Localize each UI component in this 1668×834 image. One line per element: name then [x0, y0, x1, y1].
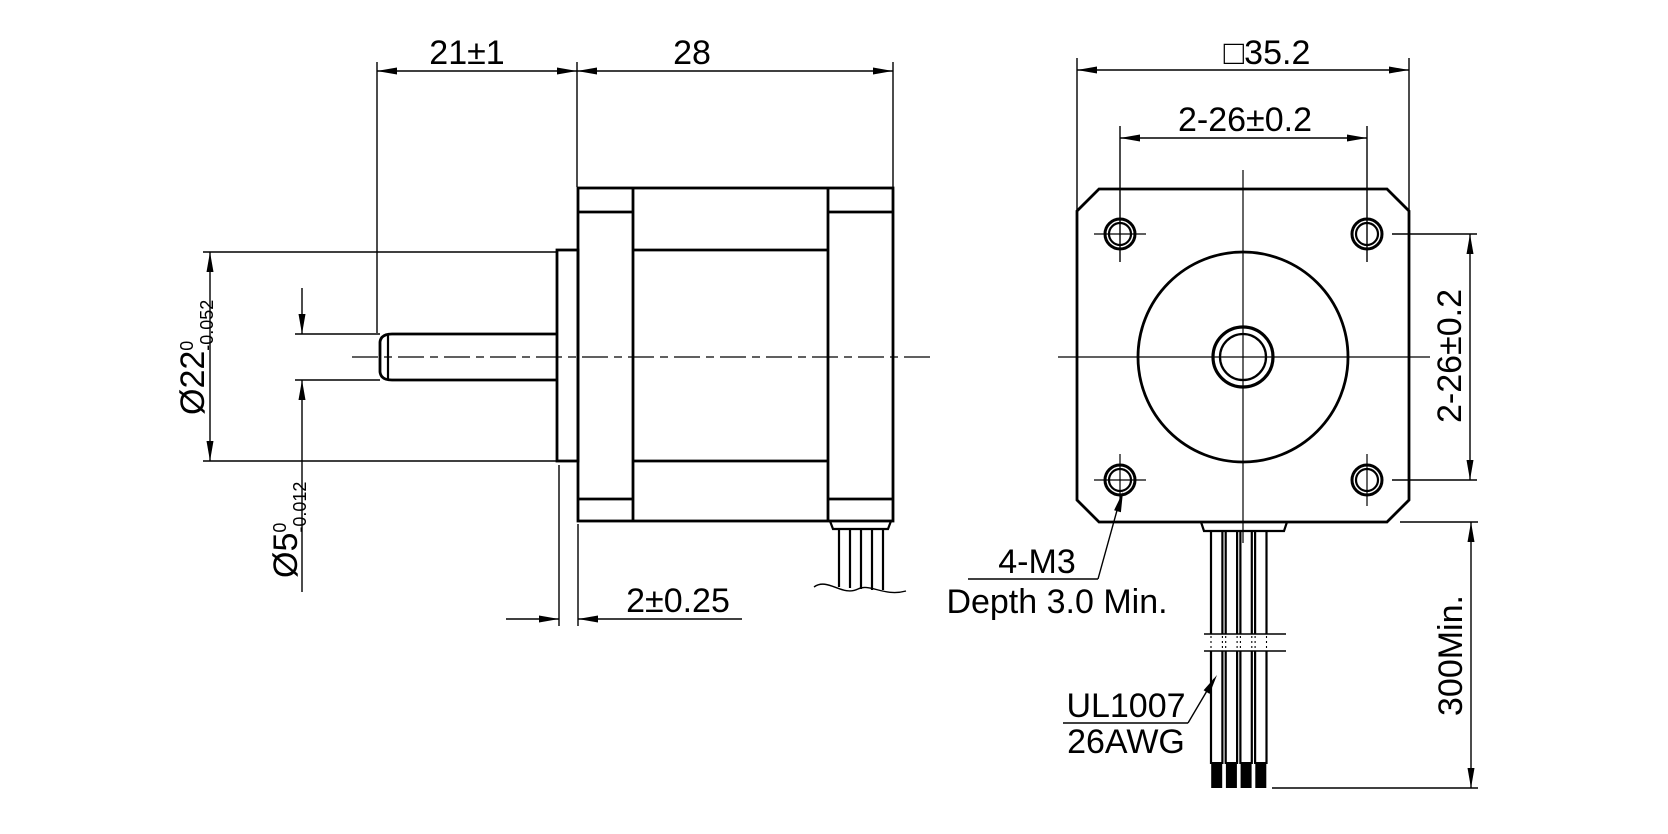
side-lead-wires	[837, 529, 885, 590]
pilot-boss	[555, 248, 580, 463]
dim-hole-spacing-horizontal: 2-26±0.2	[1178, 101, 1312, 139]
dim-hole-spacing-vertical: 2-26±0.2	[1431, 289, 1469, 423]
wire-note-line2: 26AWG	[1067, 723, 1185, 761]
front-lead-wires	[1209, 531, 1268, 788]
dim-shaft-length: 21±1	[429, 34, 504, 72]
side-view	[352, 186, 935, 594]
mounting-hole-note-line2: Depth 3.0 Min.	[946, 583, 1167, 621]
mounting-hole-note-line1: 4-M3	[998, 543, 1075, 581]
wire-stripped-tips	[1211, 762, 1267, 788]
dim-shaft-diameter: Ø50-0.012	[267, 482, 310, 578]
mounting-hole-note: 4-M3 Depth 3.0 Min.	[946, 492, 1168, 621]
dim-face-size: □35.2	[1224, 34, 1311, 72]
dimensions-front-view: □35.2 2-26±0.2 2-26±0.2 300Min. 4-M3 Dep…	[946, 34, 1478, 789]
dim-boss-diameter: Ø220-0.052	[174, 300, 217, 415]
front-face-outline	[1075, 187, 1411, 524]
dim-lead-length: 300Min.	[1432, 595, 1470, 716]
side-wire-break-line	[813, 583, 907, 594]
wire-spec-note: UL1007 26AWG	[1063, 675, 1217, 761]
dim-body-length: 28	[673, 34, 711, 72]
front-wire-guard	[1199, 521, 1289, 533]
front-view	[1058, 170, 1430, 788]
dimensions-side-view: 21±1 28 Ø220-0.052 Ø50-0.012 2±0.25	[174, 34, 894, 626]
wire-note-line1: UL1007	[1066, 687, 1185, 725]
dim-pilot-depth: 2±0.25	[626, 582, 730, 620]
